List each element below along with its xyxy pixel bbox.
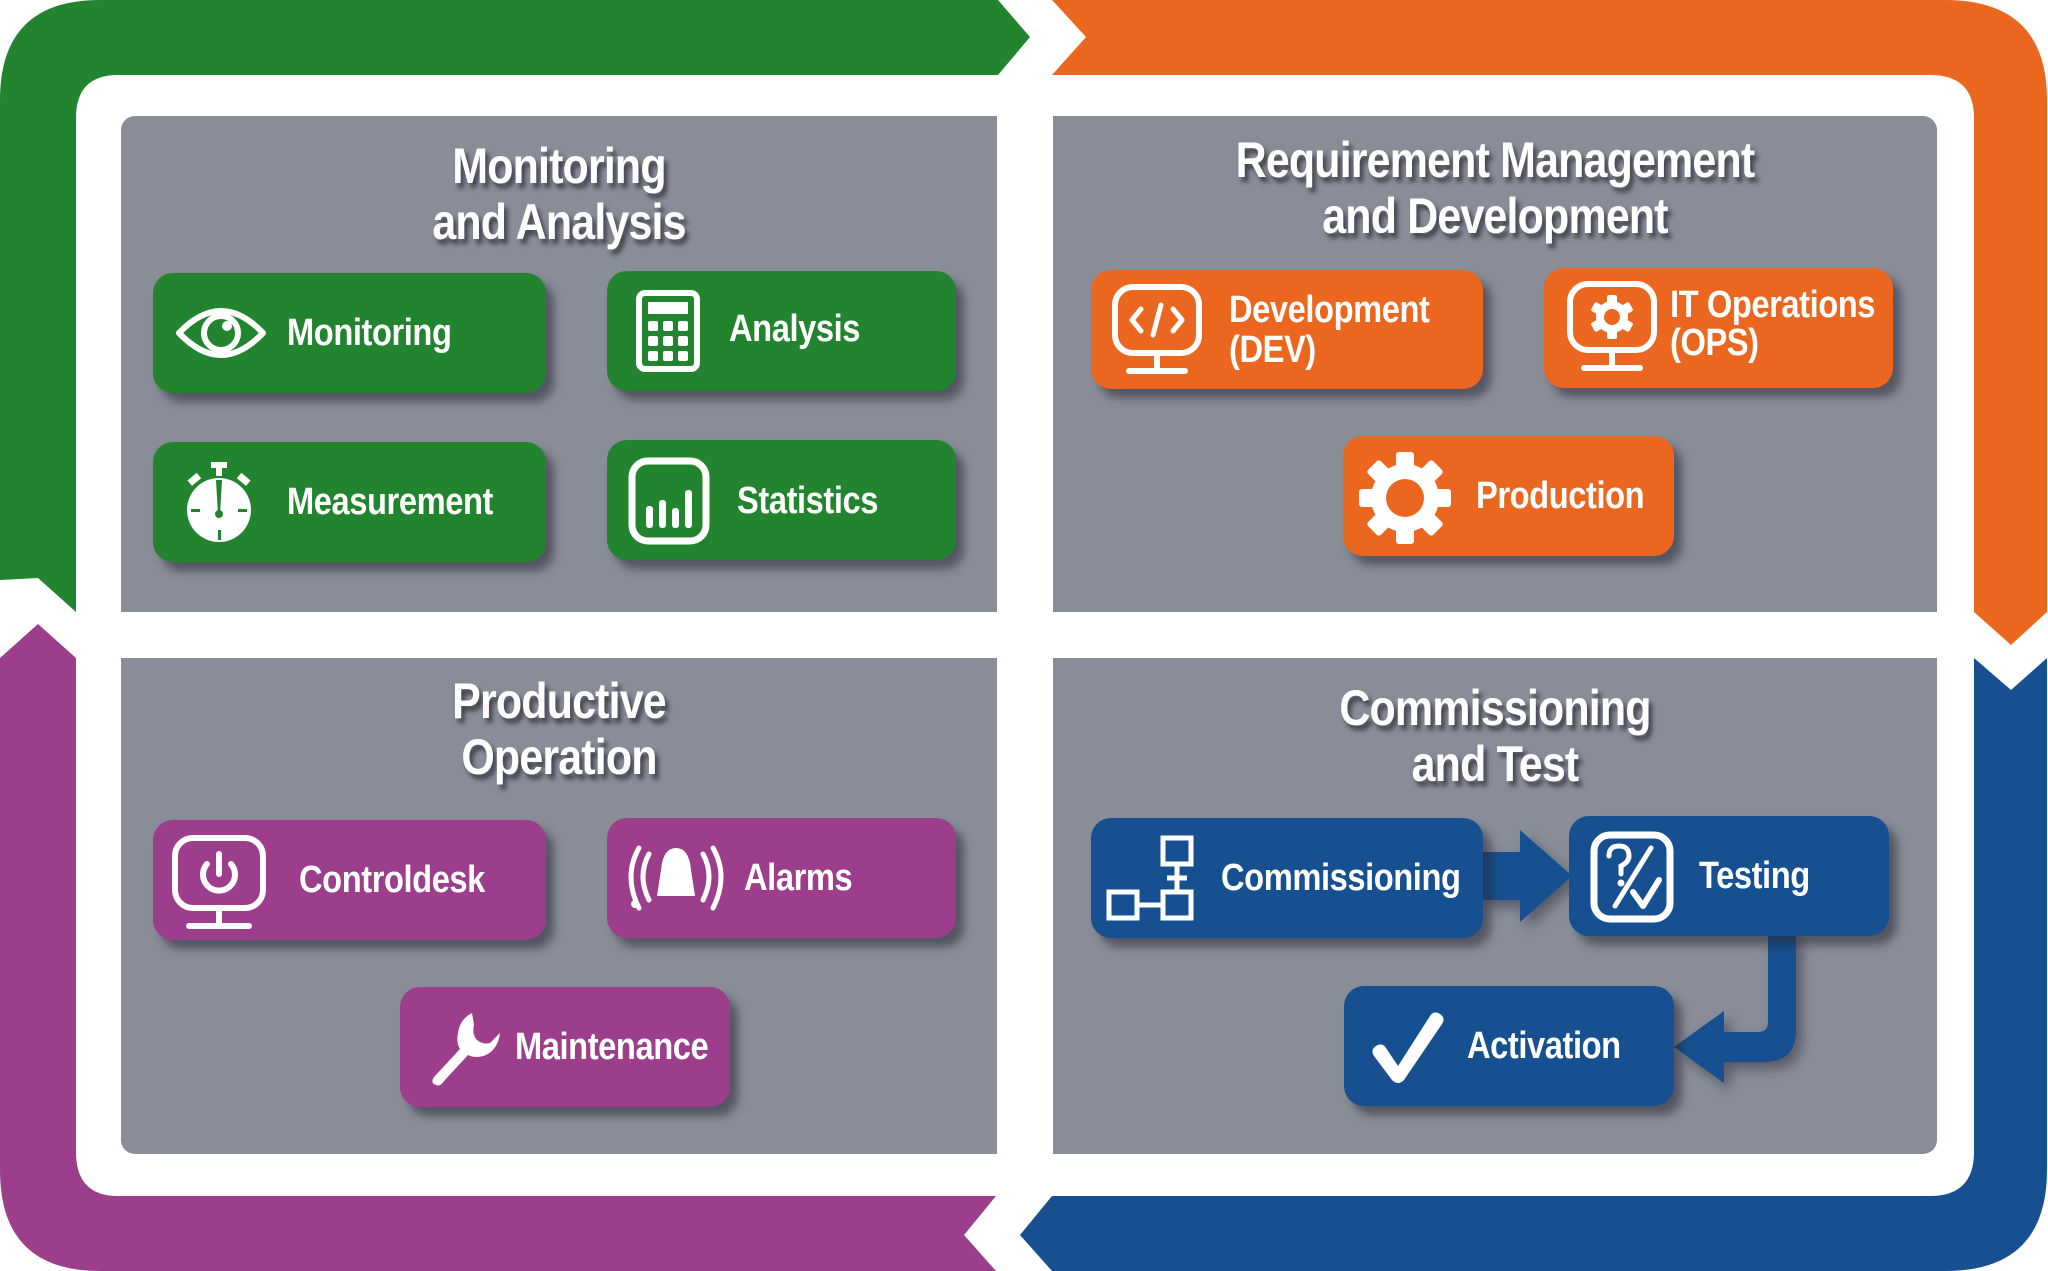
- measurement-label: Measurement: [287, 481, 493, 523]
- commissioning-label: Commissioning: [1221, 857, 1461, 899]
- development-label-line2: (DEV): [1229, 329, 1316, 371]
- flow-arrow-testing-to-activation-shape: [1674, 930, 1796, 1083]
- panel-title-line1: Monitoring: [452, 138, 666, 194]
- stopwatch-icon: [187, 462, 251, 542]
- development-label-line1: Development: [1229, 289, 1430, 331]
- eye-icon: [176, 308, 266, 358]
- panel-title-line1: Commissioning: [1339, 680, 1651, 736]
- production-box[interactable]: Production: [1343, 436, 1674, 556]
- panel-title-line2: and Development: [1322, 188, 1668, 244]
- it-operations-label-line1: IT Operations: [1670, 284, 1876, 326]
- panel-title: Requirement Management and Development: [1115, 132, 1875, 244]
- commissioning-box[interactable]: Commissioning: [1091, 818, 1483, 938]
- testing-box[interactable]: Testing: [1569, 816, 1889, 936]
- test-check-icon: [1590, 831, 1674, 923]
- statistics-label: Statistics: [737, 480, 879, 522]
- panel-title-line2: Operation: [461, 729, 657, 785]
- alarms-box[interactable]: Alarms: [607, 818, 956, 938]
- maintenance-box[interactable]: Maintenance: [400, 987, 730, 1107]
- panel-title: Productive Operation: [182, 673, 935, 785]
- it-operations-box[interactable]: IT Operations (OPS): [1544, 268, 1893, 388]
- orange-cycle-arrow: [1052, 0, 2047, 645]
- checkmark-icon: [1372, 1012, 1444, 1083]
- blue-cycle-arrow: [1020, 658, 2047, 1271]
- panel-title-line2: and Analysis: [432, 194, 686, 250]
- monitor-gear-icon: [1567, 281, 1657, 371]
- wrench-icon: [432, 1013, 500, 1086]
- green-cycle-arrow: [0, 0, 1030, 612]
- alarms-label: Alarms: [744, 857, 853, 899]
- controldesk-label: Controldesk: [299, 859, 485, 901]
- monitor-power-icon: [172, 835, 266, 929]
- monitor-code-icon: [1112, 284, 1202, 374]
- activation-box[interactable]: Activation: [1344, 986, 1674, 1106]
- calculator-icon: [636, 290, 700, 372]
- analysis-label: Analysis: [729, 308, 860, 350]
- activation-label: Activation: [1467, 1025, 1621, 1067]
- it-operations-label: IT Operations (OPS): [1670, 286, 1875, 362]
- bar-chart-icon: [628, 457, 710, 545]
- development-label: Development (DEV): [1229, 289, 1430, 371]
- panel-title-line2: and Test: [1411, 736, 1580, 792]
- panel-title-line1: Productive: [452, 673, 666, 729]
- statistics-box[interactable]: Statistics: [607, 440, 956, 560]
- it-operations-label-line2: (OPS): [1670, 322, 1759, 364]
- panel-title: Commissioning and Test: [1115, 680, 1875, 792]
- gear-icon: [1359, 452, 1451, 544]
- panel-title: Monitoring and Analysis: [182, 138, 935, 250]
- controldesk-box[interactable]: Controldesk: [153, 820, 546, 940]
- analysis-box[interactable]: Analysis: [607, 271, 956, 391]
- testing-label: Testing: [1699, 855, 1810, 897]
- panel-title-line1: Requirement Management: [1235, 132, 1756, 188]
- alarm-bell-icon: [628, 845, 724, 911]
- network-diagram-icon: [1106, 835, 1194, 921]
- flow-arrow-commissioning-to-testing-shape: [1480, 830, 1572, 922]
- maintenance-label: Maintenance: [515, 1026, 709, 1068]
- development-box[interactable]: Development (DEV): [1091, 270, 1483, 389]
- measurement-box[interactable]: Measurement: [153, 442, 546, 562]
- purple-cycle-arrow: [0, 624, 996, 1271]
- monitoring-label: Monitoring: [287, 312, 452, 354]
- monitoring-box[interactable]: Monitoring: [153, 273, 546, 393]
- production-label: Production: [1476, 475, 1645, 517]
